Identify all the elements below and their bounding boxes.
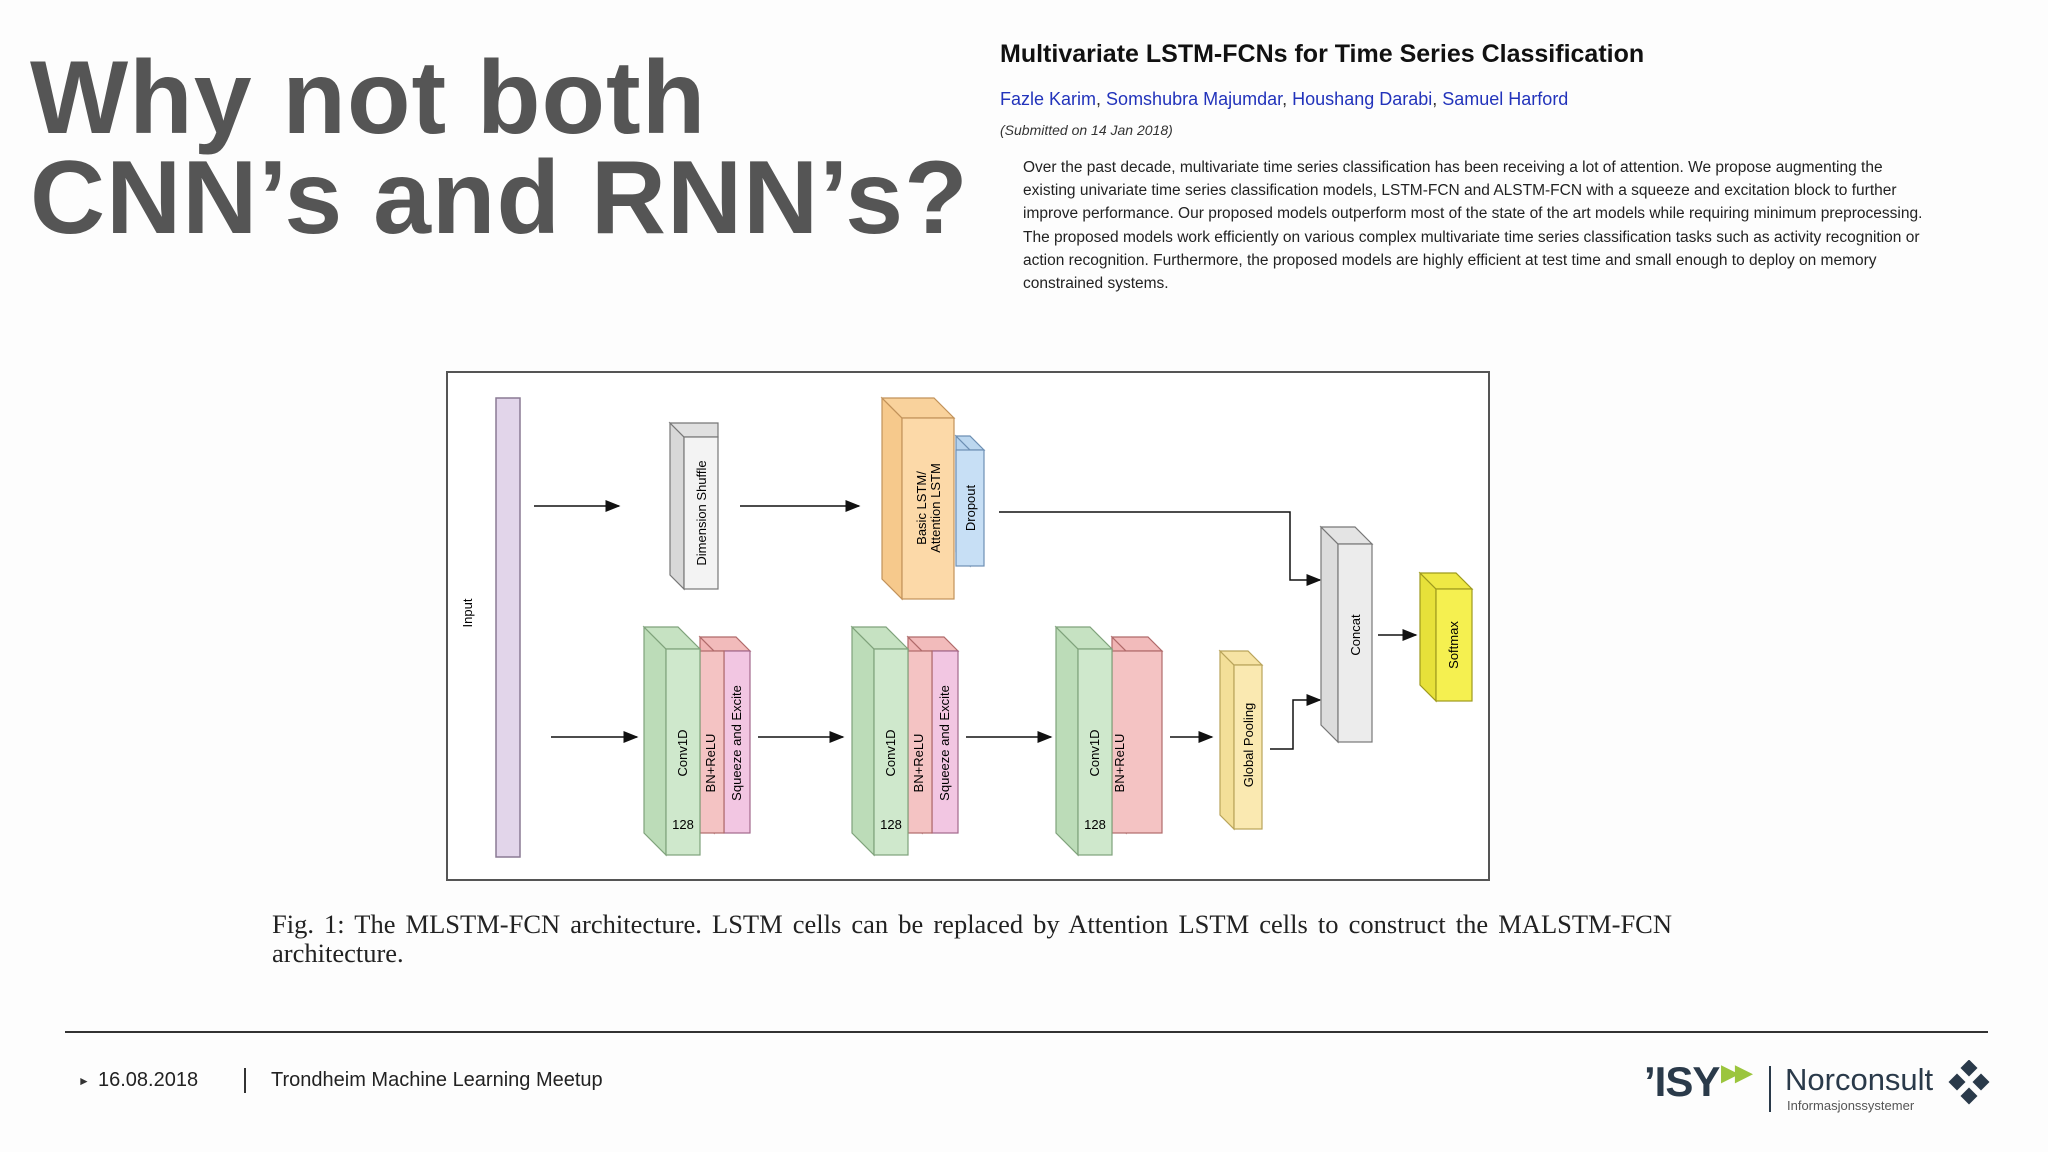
squeeze-excite-label: Squeeze and Excite <box>729 685 744 801</box>
conv1d-label: Conv1D <box>883 730 898 777</box>
paper-abstract: Over the past decade, multivariate time … <box>1023 159 1923 293</box>
filter-count: 128 <box>1084 817 1106 832</box>
conv-block-2: Conv1D 128 BN+ReLU Squeeze and Excite <box>850 625 960 857</box>
dimension-shuffle-block: Dimension Shuffle <box>668 421 719 591</box>
isy-logo-text: ISY <box>1654 1058 1721 1105</box>
isy-chevrons-icon: ▶▶ <box>1721 1060 1752 1085</box>
bn-relu-label: BN+ReLU <box>703 734 718 793</box>
slide-title: Why not both CNN’s and RNN’s? <box>30 40 969 256</box>
paper-authors: Fazle Karim, Somshubra Majumdar, Houshan… <box>1000 89 1569 109</box>
input-label: Input <box>460 598 475 627</box>
filter-count: 128 <box>880 817 902 832</box>
paper-title: Multivariate LSTM-FCNs for Time Series C… <box>1000 40 1645 68</box>
conv-block-3: Conv1D 128 BN+ReLU <box>1054 625 1164 857</box>
conv1d-label: Conv1D <box>675 730 690 777</box>
bn-relu-label: BN+ReLU <box>911 734 926 793</box>
slide-title-line2: CNN’s and RNN’s? <box>30 140 969 256</box>
isy-logo: ’ISY▶▶ <box>1644 1058 1752 1105</box>
norconsult-diamond-icon <box>1948 1060 1990 1105</box>
figure-caption: Fig. 1: The MLSTM-FCN architecture. LSTM… <box>272 909 1672 968</box>
bn-relu-label: BN+ReLU <box>1112 734 1127 793</box>
softmax-block: Softmax <box>1418 571 1474 703</box>
global-pooling-label: Global Pooling <box>1241 703 1256 788</box>
dimension-shuffle-label: Dimension Shuffle <box>694 460 709 565</box>
author-link[interactable]: Fazle Karim <box>1000 89 1097 109</box>
concat-label: Concat <box>1348 614 1363 656</box>
author-link[interactable]: Somshubra Majumdar <box>1106 89 1283 109</box>
norconsult-logo-text: Norconsult <box>1785 1062 1934 1097</box>
footer-divider-line <box>65 1031 1988 1033</box>
arrow <box>1270 694 1322 750</box>
lstm-block: Basic LSTM/ Attention LSTM <box>880 396 956 601</box>
lstm-label-line2: Attention LSTM <box>928 463 943 553</box>
paper-snippet: Multivariate LSTM-FCNs for Time Series C… <box>1000 40 1940 295</box>
squeeze-excite-label: Squeeze and Excite <box>937 685 952 801</box>
softmax-label: Softmax <box>1446 621 1461 669</box>
global-pooling-block: Global Pooling <box>1218 649 1264 831</box>
slide-title-line1: Why not both <box>30 40 707 156</box>
input-block <box>495 397 521 858</box>
conv-block-1: Conv1D 128 BN+ReLU Squeeze and Excite <box>642 625 752 857</box>
norconsult-logo-subtitle: Informasjonssystemer <box>1787 1098 1915 1113</box>
author-link[interactable]: Samuel Harford <box>1442 89 1569 109</box>
footer-date: 16.08.2018 <box>98 1069 199 1091</box>
dropout-block: Dropout <box>954 434 986 568</box>
concat-block: Concat <box>1319 525 1374 744</box>
architecture-figure: Input Dimension Shuffle Dropout Basic LS… <box>446 371 1490 881</box>
dropout-label: Dropout <box>963 484 978 531</box>
architecture-diagram: Input Dimension Shuffle Dropout Basic LS… <box>460 396 1474 858</box>
paper-submission-date: (Submitted on 14 Jan 2018) <box>1000 122 1173 138</box>
filter-count: 128 <box>672 817 694 832</box>
footer-separator <box>244 1068 246 1093</box>
author-link[interactable]: Houshang Darabi <box>1292 89 1433 109</box>
bullet-icon: ► <box>78 1074 90 1088</box>
footer-event-name: Trondheim Machine Learning Meetup <box>271 1069 603 1091</box>
arrow <box>999 511 1322 586</box>
conv1d-label: Conv1D <box>1087 730 1102 777</box>
lstm-label-line1: Basic LSTM/ <box>914 471 929 545</box>
logo-separator <box>1769 1066 1771 1112</box>
